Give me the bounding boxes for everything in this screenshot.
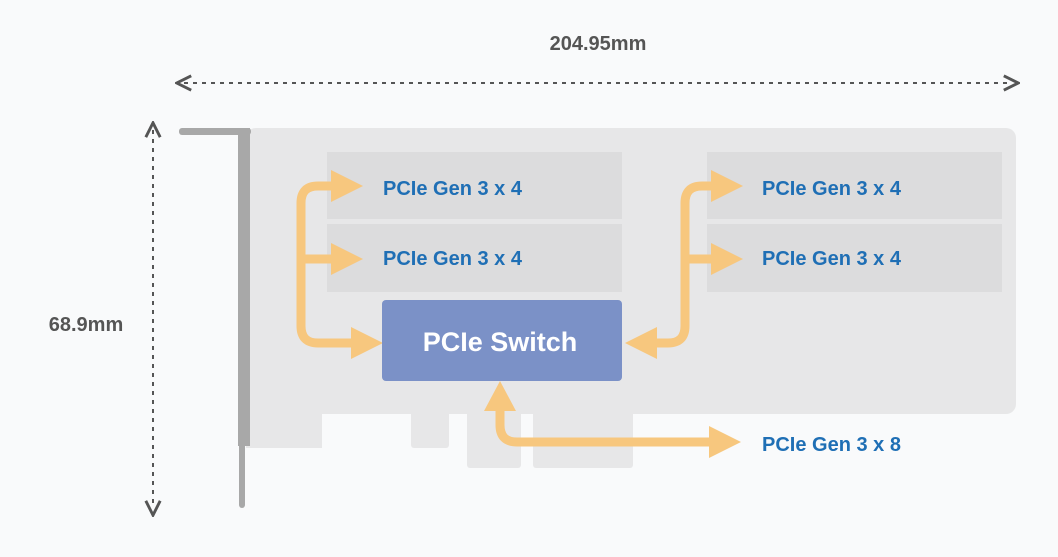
- port-slot-right-bottom: [707, 224, 1002, 292]
- pcie-switch-box: [382, 300, 622, 381]
- arrowhead-right-top: [711, 170, 743, 202]
- left-arrow-group: [296, 181, 354, 348]
- port-slot-left-bottom: [327, 224, 622, 292]
- bracket-tab: [179, 128, 251, 135]
- host-arrowheads: [484, 381, 741, 458]
- edge-connector-right: [533, 400, 633, 468]
- arrowhead-host: [709, 426, 741, 458]
- mounting-bracket: [179, 128, 251, 508]
- port-label-left-bottom: PCIe Gen 3 x 4: [383, 248, 523, 270]
- arrowhead-switch-bottom: [484, 381, 516, 411]
- edge-connector-left: [467, 400, 521, 468]
- right-arrowheads: [625, 170, 743, 359]
- port-label-right-bottom: PCIe Gen 3 x 4: [762, 248, 902, 270]
- left-arrowheads: [331, 170, 383, 359]
- board-bottom-left: [246, 400, 322, 448]
- pcie-switch-label: PCIe Switch: [423, 327, 578, 357]
- width-dimension-label: 204.95mm: [550, 33, 647, 55]
- right-arrow-group: [654, 181, 714, 348]
- port-label-right-top: PCIe Gen 3 x 4: [762, 178, 902, 200]
- arrowhead-left-bottom: [331, 243, 363, 275]
- port-label-host: PCIe Gen 3 x 8: [762, 434, 901, 456]
- port-label-left-top: PCIe Gen 3 x 4: [383, 178, 523, 200]
- host-arrow-line: [495, 408, 712, 447]
- arrowhead-switch-left: [351, 327, 383, 359]
- arrowhead-right-bottom: [711, 243, 743, 275]
- board-key-tab: [411, 400, 449, 448]
- port-slot-left-top: [327, 152, 622, 219]
- arrowhead-switch-right: [625, 327, 657, 359]
- height-dimension-label: 68.9mm: [49, 314, 124, 336]
- bracket-plate: [238, 128, 250, 446]
- bracket-leg: [239, 440, 245, 508]
- arrowhead-left-top: [331, 170, 363, 202]
- port-slot-right-top: [707, 152, 1002, 219]
